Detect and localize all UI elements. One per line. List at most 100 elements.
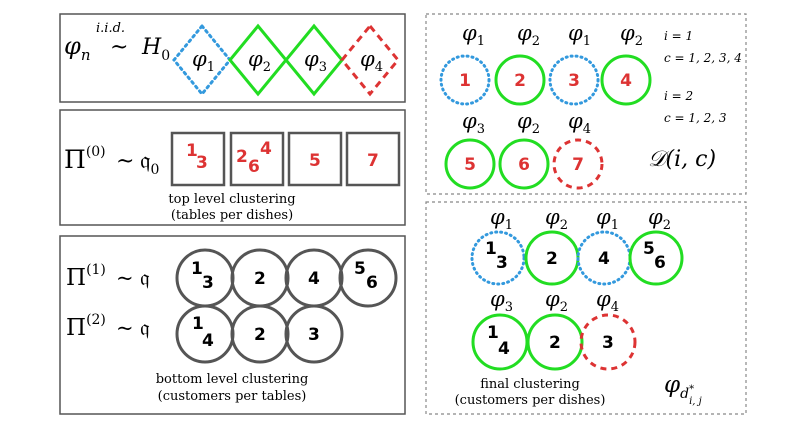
- top-eq-rhs: 𝔮: [140, 146, 150, 174]
- table-square-4: 7: [345, 131, 401, 187]
- table-circle: 1 3: [175, 248, 235, 308]
- diamond-shape: [284, 23, 344, 97]
- dish-glyph: 1: [485, 239, 497, 259]
- table-circle: 3: [284, 304, 344, 364]
- note-c1: c = 1, 2, 3, 4: [664, 51, 742, 65]
- svg-text:φ2: φ2: [545, 287, 568, 315]
- table-circle: 5 6: [338, 248, 398, 308]
- phi-label-sub: 1: [505, 218, 513, 233]
- top-eq-sup: (0): [86, 144, 106, 160]
- svg-text:φ2: φ2: [648, 205, 671, 233]
- diamond-phi-4: φ4: [340, 23, 400, 97]
- phi-label-sub: 3: [505, 300, 513, 315]
- data-circle-shape: [552, 138, 604, 190]
- table-glyph: 5: [354, 259, 366, 279]
- top-caption-line2: (tables per dishes): [171, 208, 293, 223]
- note-c2: c = 1, 2, 3: [664, 111, 727, 125]
- table-circle-shape: [284, 304, 344, 364]
- svg-text:Π(1): Π(1): [66, 262, 106, 291]
- bottom-circles-row2: 1 4 2 3: [175, 304, 344, 364]
- bottom-eq2-rel: ~: [116, 316, 134, 340]
- final-caption: final clustering (customers per dishes): [455, 377, 606, 408]
- data-circle: 7: [552, 138, 604, 190]
- table-glyph: 6: [366, 273, 378, 293]
- svg-text:φ1: φ1: [462, 21, 485, 49]
- svg-text:φ4: φ4: [360, 47, 383, 75]
- phi-label-sub: 1: [583, 34, 591, 49]
- prior-rhs-sub: 0: [161, 48, 170, 64]
- table-glyph: 2: [254, 325, 266, 345]
- data-row1-labels: φ1 φ2 φ1 φ2: [462, 21, 643, 49]
- top-eq-main: Π: [64, 145, 86, 174]
- dish-circle: 4: [576, 230, 632, 286]
- data-circle: 3: [548, 54, 600, 106]
- final-phi-sub-sup: *: [689, 384, 694, 395]
- dish-circle-shape: [470, 230, 526, 286]
- bottom-eq2-main: Π: [66, 315, 86, 341]
- table-circle: 4: [284, 248, 344, 308]
- svg-text:φn: φn: [64, 32, 90, 64]
- phi-label-sub: 4: [583, 122, 591, 137]
- table-glyph: 1: [186, 141, 198, 161]
- table-square-1: 1 3: [170, 131, 226, 187]
- svg-text:φ4: φ4: [568, 109, 591, 137]
- table-square: [345, 131, 401, 187]
- data-circle-shape: [548, 54, 600, 106]
- svg-text:φ1: φ1: [192, 47, 215, 75]
- table-square: [229, 131, 285, 187]
- svg-text:H0: H0: [141, 35, 170, 64]
- prior-rel: ~: [110, 35, 128, 60]
- table-glyph: 3: [308, 325, 320, 345]
- svg-text:Π(2): Π(2): [66, 312, 106, 341]
- phi-label-sub: 2: [663, 218, 671, 233]
- table-glyph: 1: [191, 259, 203, 279]
- dish-glyph: 3: [602, 333, 614, 353]
- top-caption: top level clustering (tables per dishes): [168, 192, 295, 223]
- table-glyph: 4: [308, 269, 320, 289]
- data-glyph: 1: [459, 71, 471, 91]
- table-glyph: 7: [367, 151, 379, 171]
- phi-label: φ: [596, 205, 611, 229]
- final-row2-circles: 1 4 2 3: [471, 313, 637, 371]
- phi-label-sub: 2: [635, 34, 643, 49]
- prior-diamonds: φ1 φ2 φ3 φ4: [172, 23, 400, 97]
- svg-text:𝔮0: 𝔮0: [140, 146, 159, 178]
- data-glyph: 6: [518, 155, 530, 175]
- phi-label: φ: [462, 21, 477, 45]
- phi-label-sub: 3: [477, 122, 485, 137]
- note-i1: i = 1: [664, 29, 693, 43]
- dish-glyph: 2: [549, 333, 561, 353]
- data-circle-shape: [494, 54, 546, 106]
- dish-glyph: 5: [643, 239, 655, 259]
- prior-equation: φn i.i.d. ~ H0: [64, 21, 170, 64]
- bottom-equation-1: Π(1) ~ 𝔮: [66, 262, 150, 291]
- data-notes: i = 1 c = 1, 2, 3, 4 i = 2 c = 1, 2, 3: [664, 29, 742, 125]
- data-circle-shape: [439, 54, 491, 106]
- top-equation: Π(0) ~ 𝔮0: [64, 144, 159, 178]
- svg-text:φ3: φ3: [490, 287, 513, 315]
- phi-label: φ: [462, 109, 477, 133]
- data-row2-labels: φ3 φ2 φ4: [462, 109, 591, 137]
- diamond-shape: [228, 23, 288, 97]
- diamond-label: φ: [304, 47, 319, 71]
- phi-label: φ: [545, 287, 560, 311]
- svg-text:φ4: φ4: [596, 287, 619, 315]
- svg-text:φ3: φ3: [462, 109, 485, 137]
- dish-circle: 3: [579, 313, 637, 371]
- phi-label-sub: 1: [477, 34, 485, 49]
- table-circle-shape: [230, 304, 290, 364]
- final-phi-base: φ: [664, 372, 681, 398]
- dish-glyph: 3: [496, 253, 508, 273]
- dish-glyph: 1: [487, 323, 499, 343]
- top-panel-frame: [59, 109, 406, 226]
- data-circle-shape: [600, 54, 652, 106]
- svg-text:φ2: φ2: [545, 205, 568, 233]
- table-square-2: 2 6 4: [229, 131, 285, 187]
- bottom-eq2-rhs: 𝔮: [140, 316, 150, 341]
- bottom-equation-2: Π(2) ~ 𝔮: [66, 312, 150, 341]
- final-phi-sub-sub: i, j: [689, 396, 702, 407]
- final-row1-circles: 1 3 2 4 5 6: [470, 230, 684, 286]
- dish-circle-shape: [579, 313, 637, 371]
- top-eq-rhs-sub: 0: [150, 162, 159, 178]
